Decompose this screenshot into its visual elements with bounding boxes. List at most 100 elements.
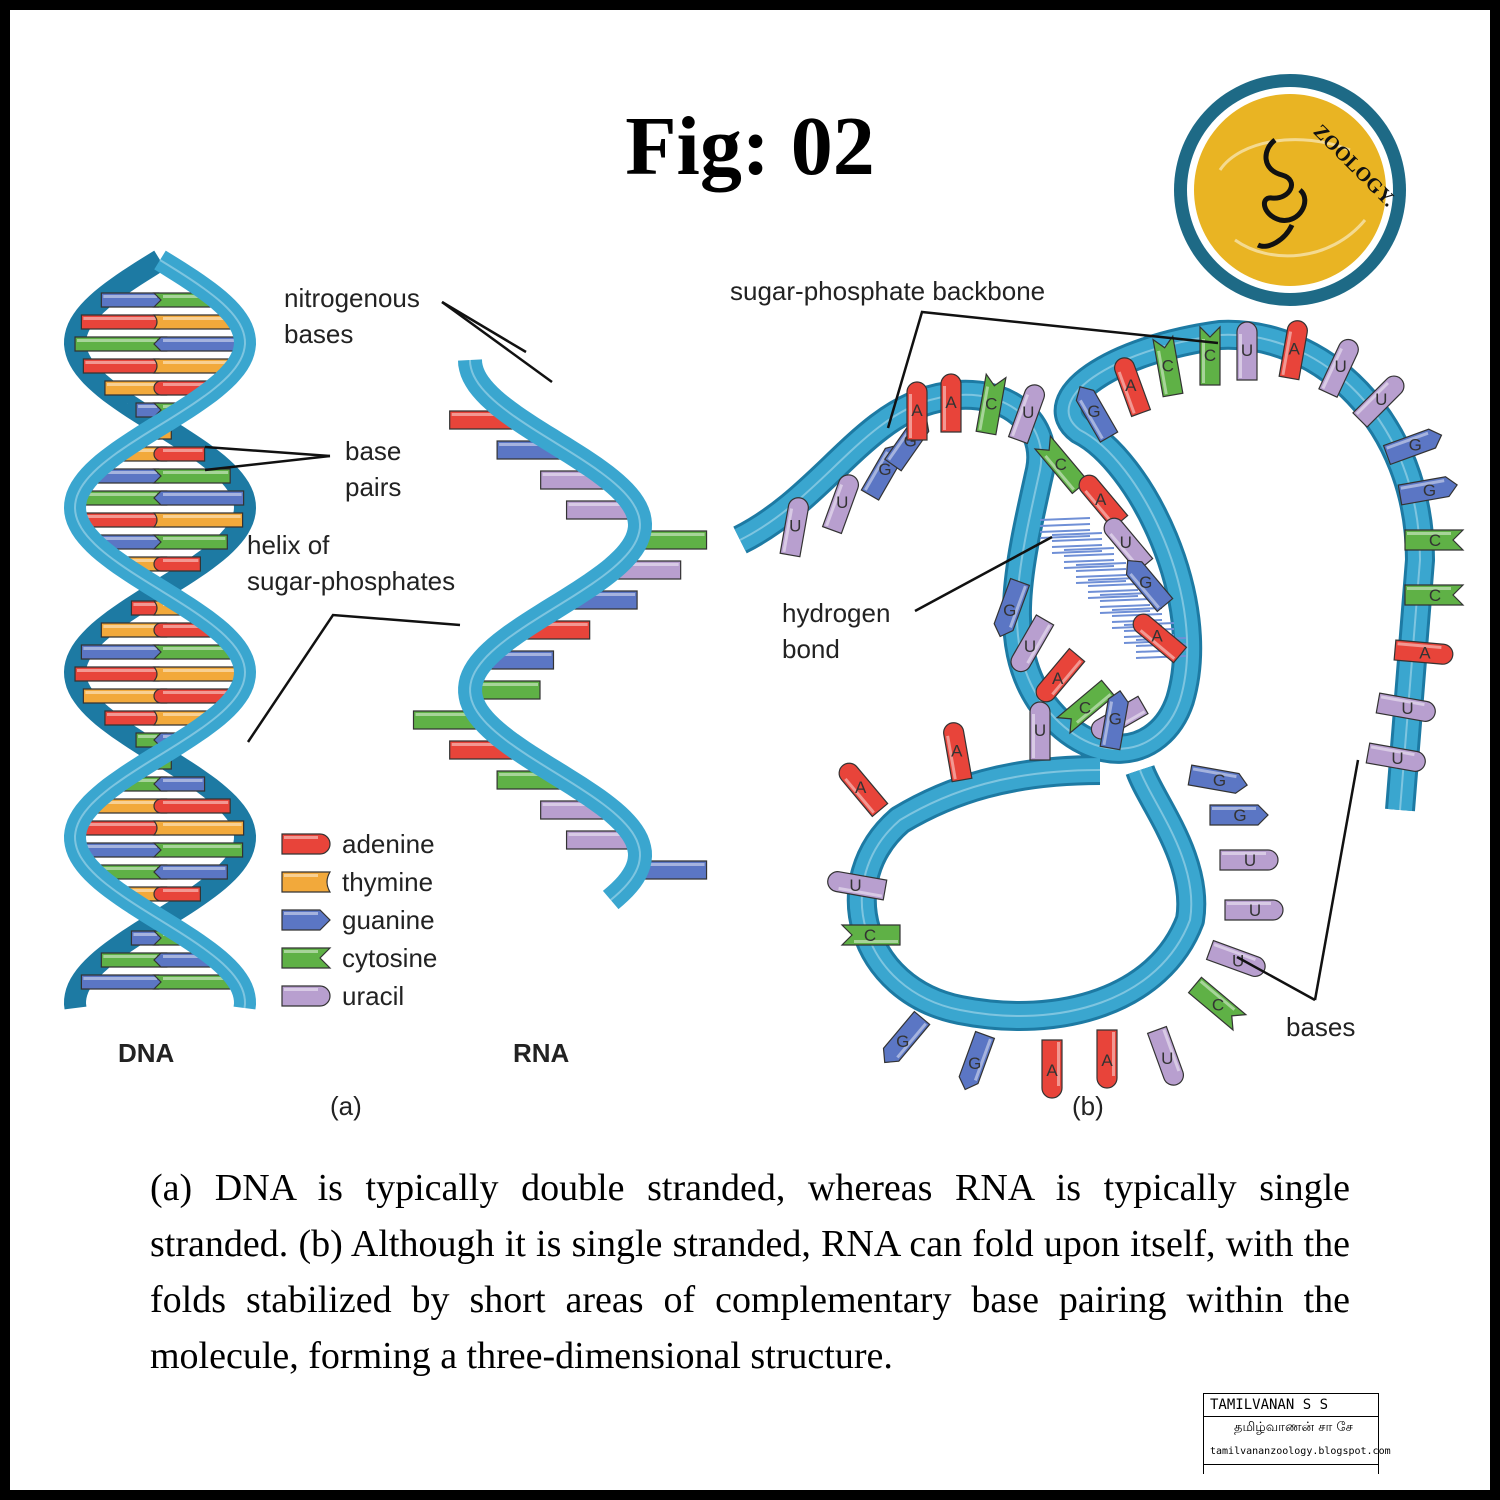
folded-rna-base: C bbox=[1404, 529, 1465, 551]
stamp-name: TAMILVANAN S S bbox=[1210, 1397, 1329, 1413]
figure-caption: (a) DNA is typically double stranded, wh… bbox=[150, 1167, 1350, 1377]
base-letter: C bbox=[1162, 356, 1174, 375]
rna-strand bbox=[458, 359, 653, 910]
hydrogen-bond bbox=[1075, 562, 1127, 566]
base-letter: C bbox=[1212, 995, 1224, 1014]
label-sugar-phosphates: sugar-phosphates bbox=[247, 566, 455, 596]
dna-base bbox=[152, 666, 246, 682]
legend-label-cytosine: cytosine bbox=[342, 943, 437, 973]
folded-rna-base: U bbox=[1146, 1025, 1184, 1086]
folded-rna-base: A bbox=[1041, 1039, 1063, 1099]
folded-rna-base: U bbox=[1010, 614, 1055, 673]
folded-rna-base: G bbox=[1382, 428, 1443, 466]
folded-rna-base: G bbox=[1125, 559, 1174, 613]
dna-base bbox=[153, 556, 201, 572]
label-hydrogen: hydrogen bbox=[782, 598, 890, 628]
rna-backbone bbox=[734, 322, 1432, 1028]
folded-rna-base: C bbox=[1033, 434, 1089, 495]
folded-rna-base: C bbox=[1187, 976, 1248, 1032]
hydrogen-bond bbox=[1039, 529, 1091, 533]
hydrogen-bond bbox=[1111, 607, 1163, 611]
dna-base bbox=[152, 820, 245, 836]
folded-rna-base: U bbox=[821, 474, 859, 535]
hydrogen-bond bbox=[1063, 553, 1115, 557]
folded-rna-base: U bbox=[1318, 338, 1359, 399]
base-letter: U bbox=[1391, 749, 1403, 768]
folded-rna-base: G bbox=[1397, 476, 1458, 506]
dna-base bbox=[153, 446, 206, 462]
hydrogen-bond bbox=[1075, 580, 1127, 584]
stamp-url: tamilvananzoology.blogspot.com bbox=[1210, 1446, 1391, 1457]
base-letter: U bbox=[1120, 533, 1132, 552]
folded-rna-base: C bbox=[840, 924, 901, 946]
dna-back-strand bbox=[63, 250, 257, 1010]
label-panel-b: (b) bbox=[1072, 1091, 1104, 1121]
base-letter: U bbox=[1244, 851, 1256, 870]
label-bases-b: bases bbox=[1286, 1012, 1355, 1042]
legend-swatch-uracil bbox=[281, 985, 331, 1007]
folded-rna-base: A bbox=[943, 722, 973, 783]
hydrogen-bond bbox=[1063, 559, 1115, 563]
folded-rna-base: A bbox=[1278, 320, 1308, 381]
base-letter: C bbox=[985, 394, 997, 413]
hydrogen-bond bbox=[1087, 589, 1139, 593]
base-letter: G bbox=[1409, 436, 1422, 455]
leader-lines bbox=[204, 300, 1360, 1002]
folded-rna-base: U bbox=[1375, 692, 1436, 722]
base-letter: A bbox=[1289, 339, 1301, 358]
dna-base bbox=[152, 512, 244, 528]
hydrogen-bond bbox=[1087, 595, 1139, 599]
figure-title: Fig: 02 bbox=[625, 100, 875, 193]
legend-swatch-adenine bbox=[281, 833, 331, 855]
folded-rna: UUGGAACUGACCUAUUGGCCAUUCAUGAUCAUGGGGUUUC… bbox=[733, 319, 1465, 1099]
label-helix-of: helix of bbox=[247, 530, 330, 560]
folded-rna-base: C bbox=[1152, 334, 1184, 398]
folded-rna-base: U bbox=[1007, 384, 1045, 445]
legend-swatch-cytosine bbox=[281, 947, 332, 969]
base-letter: G bbox=[1139, 573, 1152, 592]
base-letter: U bbox=[789, 516, 801, 535]
dna-base bbox=[152, 314, 240, 330]
dna-double-helix bbox=[63, 250, 257, 1010]
folded-rna-base: G bbox=[1075, 386, 1119, 443]
base-letter: C bbox=[1429, 531, 1441, 550]
folded-rna-base: A bbox=[1114, 357, 1152, 418]
legend-swatch-thymine bbox=[281, 871, 332, 893]
folded-rna-base: A bbox=[940, 373, 962, 433]
base-letter: U bbox=[1375, 390, 1387, 409]
label-base: base bbox=[345, 436, 401, 466]
rna-single-strand bbox=[412, 359, 708, 910]
dna-base bbox=[152, 358, 238, 374]
folded-rna-base: A bbox=[1035, 647, 1086, 703]
base-letter: A bbox=[1046, 1061, 1058, 1080]
folded-rna-base: G bbox=[1209, 804, 1269, 826]
label-backbone: sugar-phosphate backbone bbox=[730, 276, 1045, 306]
folded-rna-base: G bbox=[882, 1010, 931, 1064]
hydrogen-bond bbox=[1099, 598, 1151, 602]
folded-rna-base: C bbox=[1055, 679, 1116, 735]
base-letter: A bbox=[1125, 376, 1137, 395]
folded-rna-base: U bbox=[1224, 899, 1284, 921]
legend-label-uracil: uracil bbox=[342, 981, 404, 1011]
base-letter: U bbox=[1024, 637, 1036, 656]
label-nitrogenous: nitrogenous bbox=[284, 283, 420, 313]
legend-label-adenine: adenine bbox=[342, 829, 435, 859]
hydrogen-bond bbox=[1075, 568, 1127, 572]
base-letter: A bbox=[1101, 1051, 1113, 1070]
base-letter: A bbox=[1052, 669, 1064, 688]
folded-rna-base: U bbox=[1365, 742, 1426, 772]
dna-base bbox=[153, 688, 238, 704]
label-pairs: pairs bbox=[345, 472, 401, 502]
dna-base bbox=[153, 886, 201, 902]
base-letter: C bbox=[1079, 698, 1091, 717]
hydrogen-bond bbox=[1099, 604, 1151, 608]
base-letter: G bbox=[1087, 402, 1100, 421]
folded-rna-base: C bbox=[975, 372, 1007, 436]
base-letter: U bbox=[1232, 951, 1244, 970]
folded-rna-base: G bbox=[958, 1030, 996, 1091]
hydrogen-bond bbox=[1039, 517, 1091, 521]
dna-base bbox=[153, 490, 245, 506]
base-letter: G bbox=[1109, 709, 1122, 728]
author-stamp: TAMILVANAN S S தமிழ்வாணன் சா சே tamilvan… bbox=[1203, 1393, 1391, 1474]
